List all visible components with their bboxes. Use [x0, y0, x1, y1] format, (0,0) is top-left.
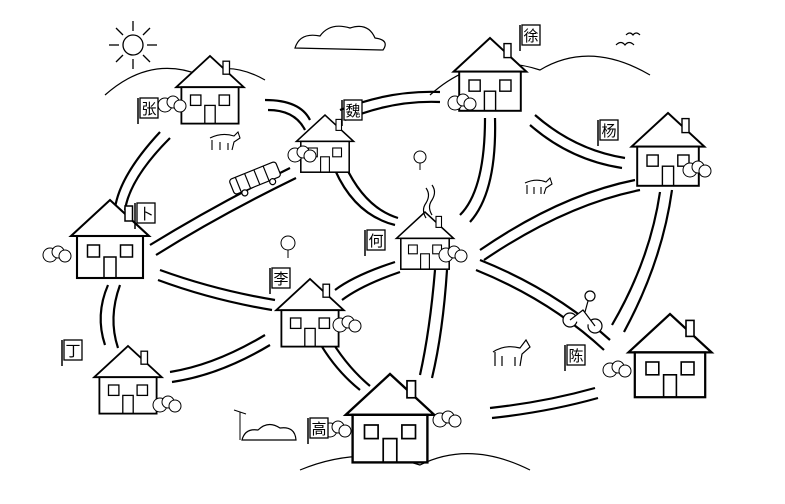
sign-zhang-label: 张: [141, 100, 156, 118]
sign-ding: 丁: [61, 339, 83, 367]
house-xu: 徐: [447, 24, 541, 112]
cow-icon: [524, 176, 553, 195]
house-bu: 卜: [42, 198, 156, 280]
house-chen: 陈: [564, 312, 713, 399]
sign-gao-label: 高: [311, 420, 326, 438]
sign-yang-label: 杨: [601, 122, 616, 140]
sign-zhang: 张: [137, 97, 159, 125]
sign-xu-label: 徐: [523, 27, 538, 45]
sign-bu-label: 卜: [138, 205, 153, 223]
sign-chen: 陈: [564, 344, 586, 372]
roads: [99, 90, 674, 420]
sign-wei: 魏: [341, 99, 363, 127]
chimney-smoke: [422, 184, 436, 219]
sign-li: 李: [269, 267, 291, 295]
house-wei: 魏: [287, 99, 363, 173]
tree-icon: [280, 235, 296, 258]
sign-xu: 徐: [519, 24, 541, 52]
sign-wei-label: 魏: [345, 102, 360, 120]
house-li: 李: [269, 267, 362, 348]
tree-icon: [413, 150, 427, 170]
house-gao: 高: [307, 372, 462, 464]
cow-icon: [209, 130, 241, 151]
cloud-icon: [294, 25, 386, 51]
house-zhang: 张: [137, 55, 245, 125]
sign-he: 何: [364, 229, 386, 257]
windmill-icon: [233, 409, 247, 440]
house-ding: 丁: [61, 339, 182, 415]
house-he: 何: [364, 184, 468, 270]
sun-icon: [109, 21, 157, 69]
sign-yang: 杨: [597, 119, 619, 147]
sign-ding-label: 丁: [65, 342, 80, 360]
sign-li-label: 李: [273, 270, 288, 288]
cloud-icon: [241, 423, 297, 441]
sign-chen-label: 陈: [568, 347, 583, 365]
horse-icon: [492, 338, 531, 367]
sign-he-label: 何: [368, 232, 383, 250]
bus-icon: [229, 161, 281, 197]
birds-icon: [615, 32, 641, 46]
sign-gao: 高: [307, 417, 329, 445]
house-yang: 杨: [597, 112, 712, 187]
cyclist-icon: [562, 290, 603, 334]
sign-bu: 卜: [134, 202, 156, 230]
